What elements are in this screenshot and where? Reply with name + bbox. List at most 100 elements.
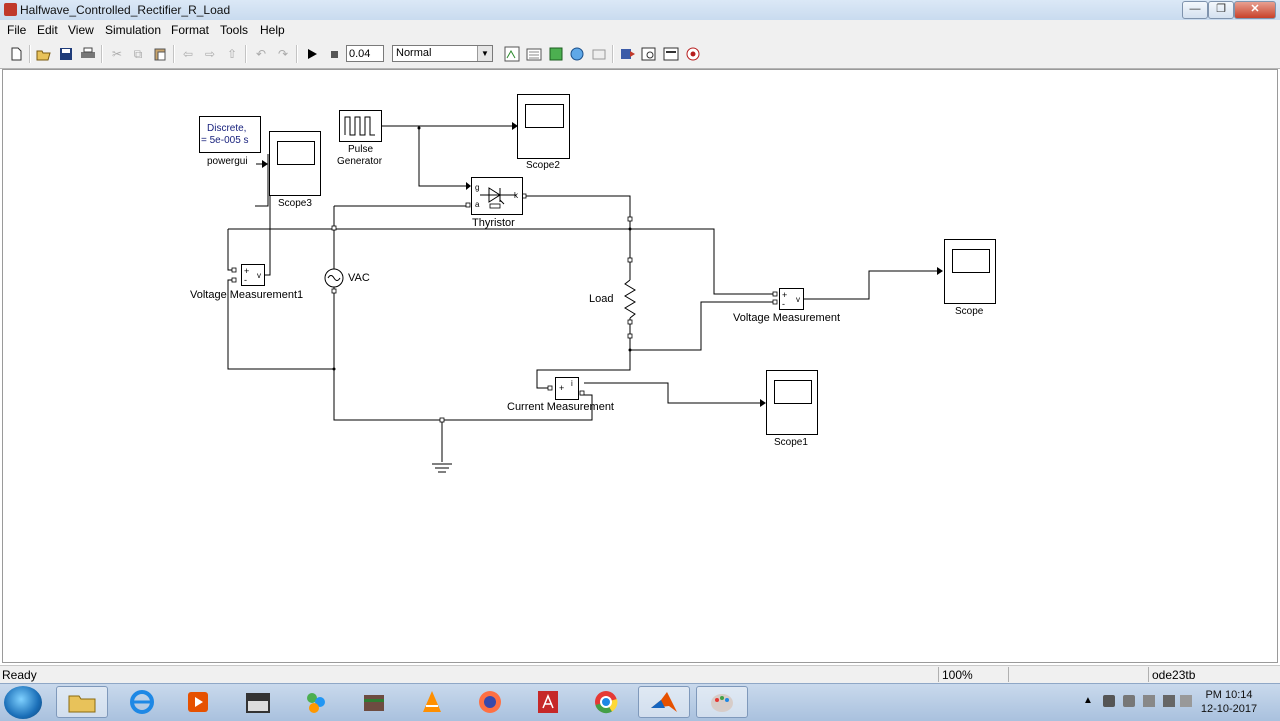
menu-view[interactable]: View [68,23,94,37]
scope2-block[interactable] [517,94,570,159]
menu-edit[interactable]: Edit [37,23,58,37]
current-measurement-label: Current Measurement [507,401,614,413]
clock-date: 12-10-2017 [1200,703,1258,715]
matlab-taskbar-icon[interactable] [638,686,690,718]
thyristor-block[interactable]: g a k [471,177,523,215]
show-hidden-icons-icon[interactable]: ▲ [1083,695,1093,706]
system-clock[interactable]: PM 10:14 12-10-2017 [1198,688,1260,716]
scope-block[interactable] [944,239,996,304]
solver-name: ode23tb [1152,668,1196,682]
usb-device-icon[interactable] [1103,695,1115,707]
menu-tools[interactable]: Tools [220,23,249,37]
scope-label: Scope [955,306,984,317]
powergui-label: powergui [207,156,248,167]
voltage-measurement-block[interactable]: + - v [779,288,804,310]
menu-file[interactable]: File [7,23,27,37]
model-canvas[interactable] [2,69,1278,663]
internet-explorer-taskbar-icon[interactable] [116,686,168,718]
status-text: Ready [2,668,37,682]
profiler-icon[interactable] [685,46,701,62]
refresh-icon[interactable] [569,46,585,62]
scope1-screen [774,380,812,404]
simulation-mode-value: Normal [396,47,432,59]
powergui-line2: = 5e-005 s [201,135,249,146]
close-button[interactable]: ✕ [1234,1,1276,19]
simulation-mode-select[interactable]: Normal ▼ [392,45,493,62]
pulse-generator-label1: Pulse [348,144,374,155]
vac-label: VAC [348,272,370,284]
vm-output-port: v [796,295,800,304]
pulse-generator-block[interactable] [339,110,382,142]
stop-time-input[interactable]: 0.04 [346,45,384,62]
forward-icon[interactable]: ⇨ [204,47,216,61]
update-diagram-icon[interactable] [526,46,542,62]
build-icon[interactable] [504,46,520,62]
up-icon[interactable]: ⇧ [226,47,238,61]
current-measurement-block[interactable]: + i [555,377,579,400]
solver-panel: ode23tb [1148,667,1279,682]
powergui-block[interactable]: Discrete, = 5e-005 s [199,116,261,153]
menu-help[interactable]: Help [260,23,285,37]
menu-bar: File Edit View Simulation Format Tools H… [0,20,1280,40]
taskbar: ▲ PM 10:14 12-10-2017 [0,683,1280,721]
volume-muted-icon[interactable] [1123,695,1135,707]
undo-icon[interactable]: ↶ [255,47,267,61]
print-icon[interactable] [80,46,96,62]
thyristor-cathode-port: k [514,191,518,200]
ac-source-icon[interactable] [323,267,345,289]
pulse-wave-icon [344,116,375,136]
fixed-point-icon[interactable] [663,46,679,62]
stop-icon[interactable] [326,46,342,62]
menu-format[interactable]: Format [171,23,210,37]
network-icon[interactable] [1163,695,1175,707]
firefox-taskbar-icon[interactable] [464,686,516,718]
redo-icon[interactable]: ↷ [277,47,289,61]
debug-icon[interactable] [620,46,636,62]
paste-icon[interactable] [152,46,168,62]
zoom-panel: 100% [938,667,1009,682]
voltage-measurement-label: Voltage Measurement [733,312,841,324]
voltage-measurement1-label: Voltage Measurement1 [190,289,304,301]
model-explorer-icon[interactable] [548,46,564,62]
scope3-label: Scope3 [278,198,312,209]
copy-icon[interactable]: ⧉ [133,47,143,61]
vm-minus-port: - [782,299,785,309]
media-player-classic-taskbar-icon[interactable] [232,686,284,718]
voltage-measurement1-block[interactable]: + - v [241,264,265,286]
archive-taskbar-icon[interactable] [348,686,400,718]
thyristor-label: Thyristor [472,217,515,229]
language-icon[interactable] [1180,695,1192,707]
vlc-taskbar-icon[interactable] [406,686,458,718]
save-icon[interactable] [58,46,74,62]
model-advisor-icon[interactable] [641,46,657,62]
menu-simulation[interactable]: Simulation [105,23,162,37]
cut-icon[interactable]: ✂ [111,47,123,61]
chrome-taskbar-icon[interactable] [580,686,632,718]
action-center-flag-icon[interactable] [1143,695,1155,707]
start-button[interactable] [4,686,42,719]
new-model-icon[interactable] [8,46,24,62]
scope2-screen [525,104,564,128]
paint-taskbar-icon[interactable] [696,686,748,718]
window-title: Halfwave_Controlled_Rectifier_R_Load [20,3,231,17]
powergui-line1: Discrete, [207,123,247,134]
scope3-screen [277,141,315,165]
maximize-button[interactable]: ❐ [1208,1,1234,19]
load-label: Load [589,293,614,305]
vm1-minus-port: - [244,275,247,285]
open-icon[interactable] [36,46,52,62]
clock-time: PM 10:14 [1205,689,1253,701]
library-browser-icon[interactable] [591,46,607,62]
chevron-down-icon[interactable]: ▼ [477,46,492,61]
media-player-taskbar-icon[interactable] [172,686,224,718]
title-bar: Halfwave_Controlled_Rectifier_R_Load — ❐… [0,0,1280,21]
scope1-block[interactable] [766,370,818,435]
back-icon[interactable]: ⇦ [182,47,194,61]
messenger-taskbar-icon[interactable] [290,686,342,718]
scope3-block[interactable] [269,131,321,196]
run-icon[interactable] [304,46,320,62]
acrobat-taskbar-icon[interactable] [522,686,574,718]
minimize-button[interactable]: — [1182,1,1208,19]
scope-screen [952,249,990,273]
file-explorer-taskbar-icon[interactable] [56,686,108,718]
